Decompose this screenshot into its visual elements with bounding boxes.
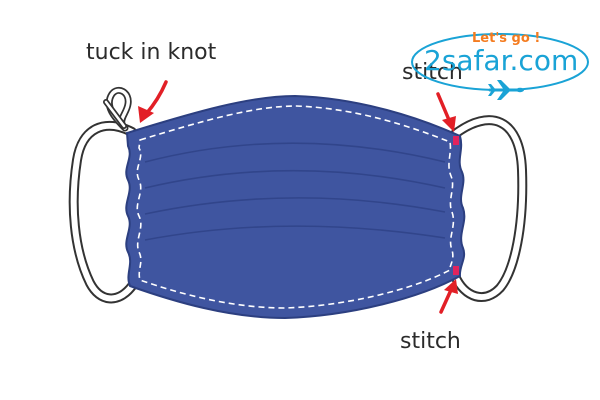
red-arrow-icon	[439, 279, 458, 314]
dashed-seam	[136, 105, 455, 309]
watermark-logo: Let's go ! 2safar.com	[411, 31, 589, 100]
stitch-bottom-label: stitch	[400, 329, 461, 354]
stitch-mark-top	[453, 136, 459, 145]
red-arrow-icon	[436, 92, 456, 132]
watermark-brand: 2safar.com	[424, 44, 578, 77]
airplane-icon	[488, 80, 524, 100]
red-arrow-icon	[138, 80, 168, 123]
knot-label: tuck in knot	[86, 40, 217, 65]
mask-body	[125, 94, 466, 320]
knot-tie	[103, 86, 132, 132]
watermark-tagline: Let's go !	[472, 31, 540, 46]
pleat-lines	[144, 142, 446, 241]
stitch-mark-bottom	[453, 266, 459, 275]
